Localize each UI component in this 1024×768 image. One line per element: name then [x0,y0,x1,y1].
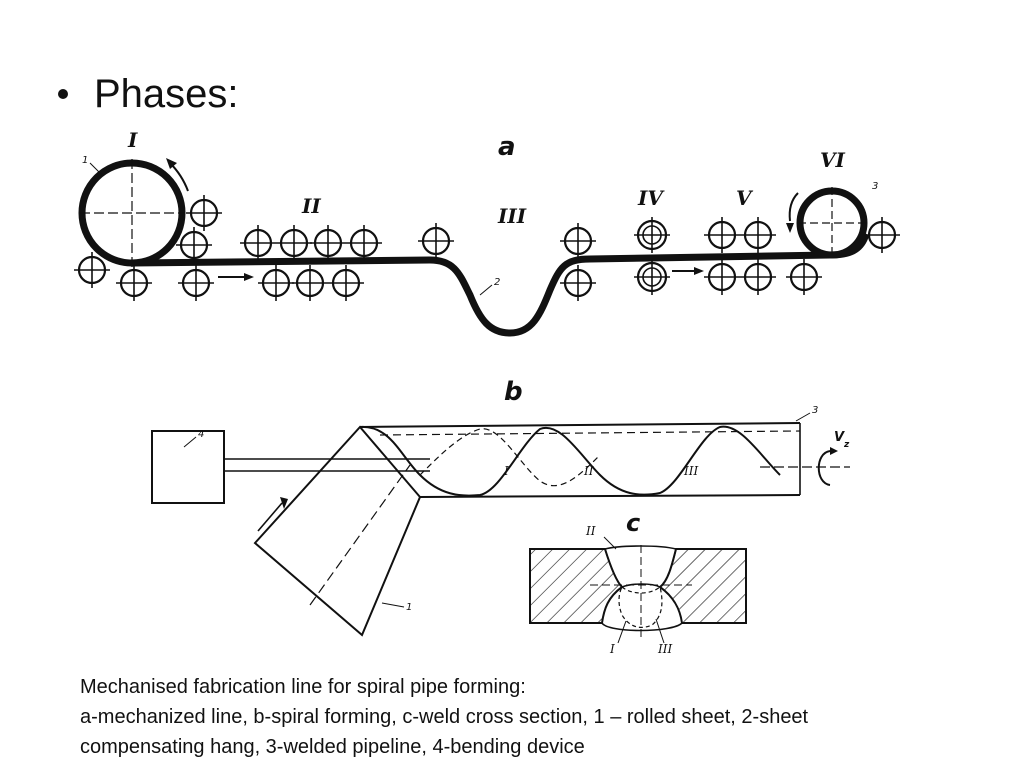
stage-label-IV: IV [637,186,665,210]
bullet-item: Phases: [58,70,239,118]
spiral-pipe-diagram: a I 1 VI 3 [60,125,960,665]
diagram-svg: a I 1 VI 3 [72,128,902,656]
coil-I [78,158,189,267]
spiral-seam [359,425,781,497]
part-number-4: 4 [198,429,204,440]
part-number-3-a: 3 [872,181,878,192]
panel-label-a: a [498,132,516,162]
bullet-dot-icon [58,89,68,99]
rotation-arrow-icon [817,450,831,486]
part-number-3-b: 3 [812,405,818,416]
weld-label-I-b: I [503,464,509,478]
figure-caption: Mechanised fabrication line for spiral p… [80,672,980,762]
panel-label-b: b [504,377,523,407]
rolled-sheet-strip [253,425,422,637]
part-number-1-a: 1 [82,155,88,166]
weld-label-III-c: III [657,642,672,656]
stage-label-II: II [301,194,321,218]
weld-label-III-b: III [683,464,698,478]
velocity-label: V [834,430,845,445]
stage-label-VI: VI [820,148,846,172]
part-number-2-a: 2 [494,277,500,288]
bullet-text: Phases: [94,72,239,116]
panel-label-c: c [626,509,640,537]
weld-label-II-c: II [585,524,596,538]
panel-c: c II I III [529,509,747,656]
pipe-top-edge [359,422,801,428]
caption-line-3: compensating hang, 3-welded pipeline, 4-… [80,736,585,758]
stage-label-V: V [736,186,754,210]
velocity-subscript: z [843,440,850,450]
bending-device-box [151,430,225,504]
caption-line-2: a-mechanized line, b-spiral forming, c-w… [80,706,809,728]
pipe-VI [786,187,868,259]
stage-label-I: I [127,128,138,152]
panel-a: a I 1 VI 3 [72,128,902,337]
weld-label-II-b: II [583,464,594,478]
stage-label-III: III [497,204,527,228]
panel-b: b 4 1 I II III 3 [151,377,850,637]
caption-line-1: Mechanised fabrication line for spiral p… [80,676,526,698]
weld-label-I-c: I [609,642,615,656]
pipe-bottom-edge [419,494,801,498]
part-number-1-b: 1 [406,602,412,613]
